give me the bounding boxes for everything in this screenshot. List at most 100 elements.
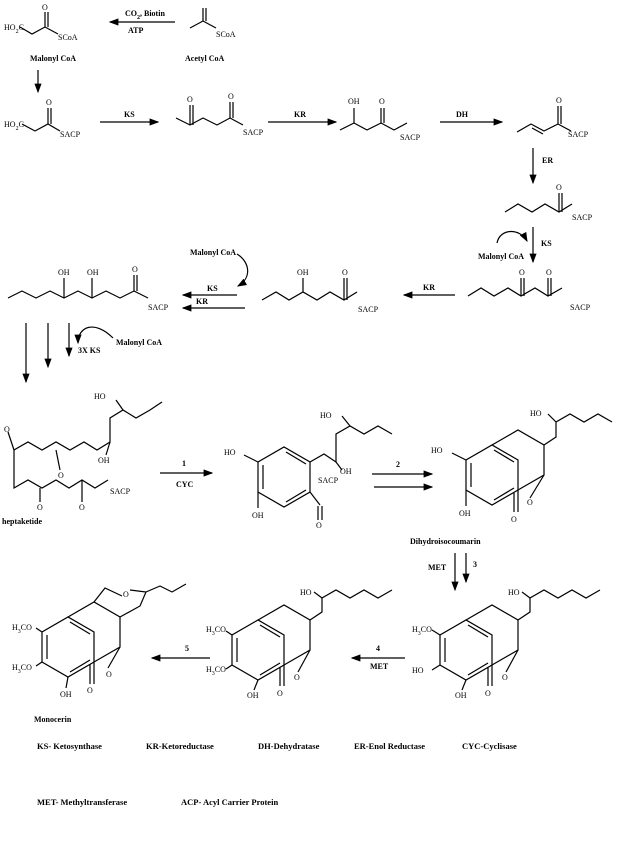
key-kr: KR-Ketoreductase (146, 741, 214, 751)
sacp-group: SACP (570, 303, 591, 312)
ks-label: KS (541, 239, 552, 248)
malonyl-coa-label: Malonyl CoA (116, 338, 162, 347)
oh-label: OH (252, 511, 264, 520)
oxygen-label: O (485, 689, 491, 698)
sacp-group: SACP (243, 128, 264, 137)
heptaketide-label: heptaketide (2, 517, 42, 526)
monocerin-structure: H3CO H3CO OH O O O (12, 583, 187, 699)
kr-label: KR (196, 297, 208, 306)
oxygen-label: O (42, 3, 48, 12)
h3co-group: H3CO (412, 625, 432, 637)
kr-label: KR (423, 283, 435, 292)
butyryl-acp-structure: O SACP (504, 183, 593, 222)
sacp-group: SACP (358, 305, 379, 314)
ho-label: HO (224, 448, 236, 457)
acetyl-coa-label: Acetyl CoA (185, 54, 225, 63)
abbreviation-key: KS- Ketosynthase KR-Ketoreductase DH-Deh… (37, 741, 517, 807)
oxygen-label: O (132, 265, 138, 274)
dh-label: DH (456, 110, 469, 119)
atp-label: ATP (128, 26, 144, 35)
step-4-label: 4 (376, 644, 380, 653)
sacp-group: SACP (400, 133, 421, 142)
malonyl-coa-structure: O HO2C SCoA (4, 3, 78, 42)
ring-oxygen-label: O (294, 673, 300, 682)
oh-label: OH (247, 691, 259, 700)
ho-label: HO (530, 409, 542, 418)
malonyl-coa-curved-arrow (236, 253, 249, 287)
malonyl-acp-structure: O HO2C SACP (4, 98, 81, 139)
step-5-label: 5 (185, 644, 189, 653)
h3co-group: H3CO (12, 663, 32, 675)
step-2-label: 2 (396, 460, 400, 469)
key-ks: KS- Ketosynthase (37, 741, 102, 751)
methylated-dihydroisocoumarin-structure: H3CO HO OH O O HO (412, 588, 601, 700)
h3co-group: H3CO (12, 623, 32, 635)
ho-label: HO (300, 588, 312, 597)
key-cyc: CYC-Cyclisase (462, 741, 517, 751)
three-x-ks-label: 3X KS (78, 346, 101, 355)
oh-label: OH (98, 456, 110, 465)
oxygen-label: O (58, 471, 64, 480)
oxygen-label: O (187, 95, 193, 104)
h3co-group: H3CO (206, 625, 226, 637)
key-met: MET- Methyltransferase (37, 797, 127, 807)
oxygen-label: O (37, 503, 43, 512)
step-1-label: 1 (182, 459, 186, 468)
er-label: ER (542, 156, 553, 165)
oh-label: OH (58, 268, 70, 277)
oxygen-label: O (46, 98, 52, 107)
oh-label: OH (60, 690, 72, 699)
oh-label: OH (87, 268, 99, 277)
oxygen-label: O (87, 686, 93, 695)
acetyl-coa-structure: SCoA (189, 8, 236, 39)
oxygen-label: O (556, 183, 562, 192)
ho-label: HO (508, 588, 520, 597)
malonyl-coa-label: Malonyl CoA (30, 54, 76, 63)
ho2c-group: HO2C (4, 120, 24, 132)
key-dh: DH-Dehydratase (258, 741, 320, 751)
sacp-group: SACP (318, 476, 339, 485)
h3co-group: H3CO (206, 665, 226, 677)
crotonyl-acp-structure: O SACP (516, 96, 589, 139)
met-label: MET (370, 662, 389, 671)
ho-label: HO (94, 392, 106, 401)
oxygen-label: O (556, 96, 562, 105)
ring-oxygen-label: O (106, 670, 112, 679)
step-3-label: 3 (473, 560, 477, 569)
cyc-label: CYC (176, 480, 194, 489)
key-er: ER-Enol Reductase (354, 741, 425, 751)
sacp-group: SACP (568, 130, 589, 139)
oh-label: OH (348, 97, 360, 106)
scoa-group: SCoA (58, 33, 78, 42)
oxygen-label: O (4, 425, 10, 434)
oh-label: OH (340, 467, 352, 476)
oxygen-label: O (342, 268, 348, 277)
oxygen-label: O (519, 268, 525, 277)
oh-label: OH (459, 509, 471, 518)
sacp-group: SACP (110, 487, 131, 496)
sacp-group: SACP (572, 213, 593, 222)
kr-label: KR (294, 110, 306, 119)
hydroxybutyryl-acp-structure: OH O SACP (339, 97, 421, 142)
oxygen-label: O (379, 97, 385, 106)
ks-label: KS (124, 110, 135, 119)
ho2c-group: HO2C (4, 23, 24, 35)
heptaketide-structure: O O O O OH HO SACP (4, 392, 163, 512)
co2-biotin-label: CO2, Biotin (125, 9, 165, 21)
dihydroisocoumarin-label: Dihydroisocoumarin (410, 537, 481, 546)
hydroxyhexanoyl-acp-structure: OH O SACP (261, 268, 379, 314)
furan-oxygen-label: O (123, 590, 129, 599)
dihydroxyoctanoyl-acp-structure: OH OH O SACP (7, 265, 169, 312)
ho-label: HO (412, 666, 424, 675)
oxygen-label: O (277, 689, 283, 698)
dihydroisocoumarin-structure: HO OH O O HO (431, 409, 613, 524)
oh-label: OH (455, 691, 467, 700)
ho-label: HO (320, 411, 332, 420)
oxohexanoyl-acp-structure: O O SACP (467, 268, 591, 312)
sacp-group: SACP (60, 130, 81, 139)
sacp-group: SACP (148, 303, 169, 312)
key-acp: ACP- Acyl Carrier Protein (181, 797, 278, 807)
oxygen-label: O (316, 521, 322, 530)
